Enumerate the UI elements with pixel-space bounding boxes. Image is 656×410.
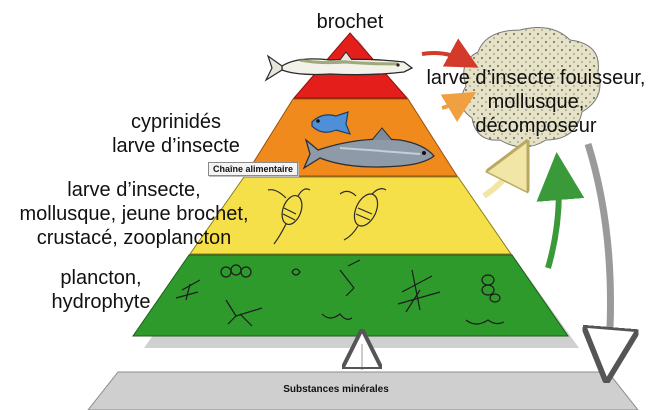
level3-label: larve d’insecte, mollusque, jeune broche… bbox=[6, 178, 262, 250]
decomposer-line-1: larve d’insecte fouisseur, bbox=[418, 66, 654, 90]
base-level-label: plancton, hydrophyte bbox=[36, 266, 166, 314]
mineral-substances-label: Substances minérales bbox=[236, 384, 436, 395]
apex-label: brochet bbox=[300, 10, 400, 34]
level3-line-3: crustacé, zooplancton bbox=[6, 226, 262, 250]
level2-line-2: larve d’insecte bbox=[96, 134, 256, 158]
food-chain-tooltip: Chaîne alimentaire bbox=[208, 162, 298, 176]
base-line-2: hydrophyte bbox=[36, 290, 166, 314]
pyramid-level-base bbox=[133, 255, 568, 336]
arrow-apex-to-decomposer bbox=[422, 53, 468, 62]
decomposer-label: larve d’insecte fouisseur, mollusque, dé… bbox=[418, 66, 654, 138]
arrow-base-to-decomposer bbox=[548, 170, 559, 268]
level2-line-1: cyprinidés bbox=[96, 110, 256, 134]
arrow-decomposer-to-minerals bbox=[588, 144, 611, 362]
decomposer-line-2: mollusque, bbox=[418, 90, 654, 114]
arrow-level3-to-decomposer bbox=[484, 156, 520, 196]
level3-line-1: larve d’insecte, bbox=[6, 178, 262, 202]
base-line-1: plancton, bbox=[36, 266, 166, 290]
level2-label: cyprinidés larve d’insecte bbox=[96, 110, 256, 158]
decomposer-line-3: décomposeur bbox=[418, 114, 654, 138]
level3-line-2: mollusque, jeune brochet, bbox=[6, 202, 262, 226]
